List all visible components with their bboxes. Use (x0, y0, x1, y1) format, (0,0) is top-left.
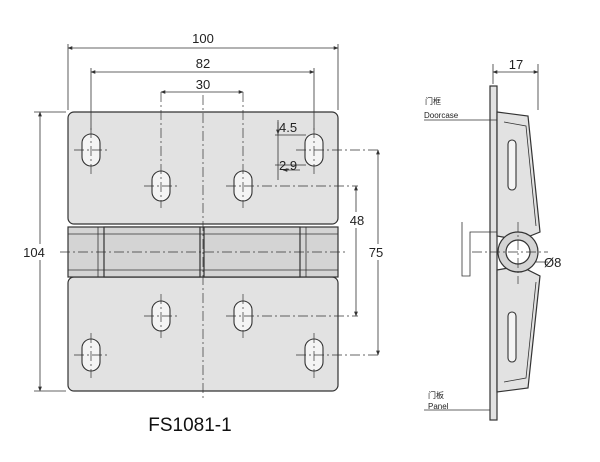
dim-side-thickness: 17 (509, 57, 523, 72)
dim-slot-offset-h: 4.5 (279, 120, 297, 135)
side-lower-leaf (496, 265, 541, 393)
doorcase-label-en: Doorcase (424, 111, 459, 120)
front-view (60, 92, 380, 400)
dim-pin-diameter: Ø8 (544, 255, 561, 270)
doorcase-plate (489, 85, 498, 421)
model-title: FS1081-1 (148, 415, 231, 436)
dimensions: 100 82 30 4.5 2.9 104 48 75 17 (20, 31, 561, 392)
panel-label-en: Panel (428, 402, 449, 411)
dim-outer-hole-span: 82 (196, 56, 210, 71)
dim-inner-hole-vertical: 48 (350, 213, 364, 228)
side-upper-leaf (496, 111, 541, 241)
dim-overall-width: 100 (192, 31, 214, 46)
dim-slot-offset-w: 2.9 (279, 158, 297, 173)
dim-inner-hole-span: 30 (196, 77, 210, 92)
side-view (424, 85, 548, 421)
dim-outer-hole-vertical: 75 (369, 245, 383, 260)
panel-label-cn: 门板 (428, 390, 444, 400)
doorcase-label-cn: 门框 (425, 96, 441, 106)
dim-overall-height: 104 (23, 245, 45, 260)
